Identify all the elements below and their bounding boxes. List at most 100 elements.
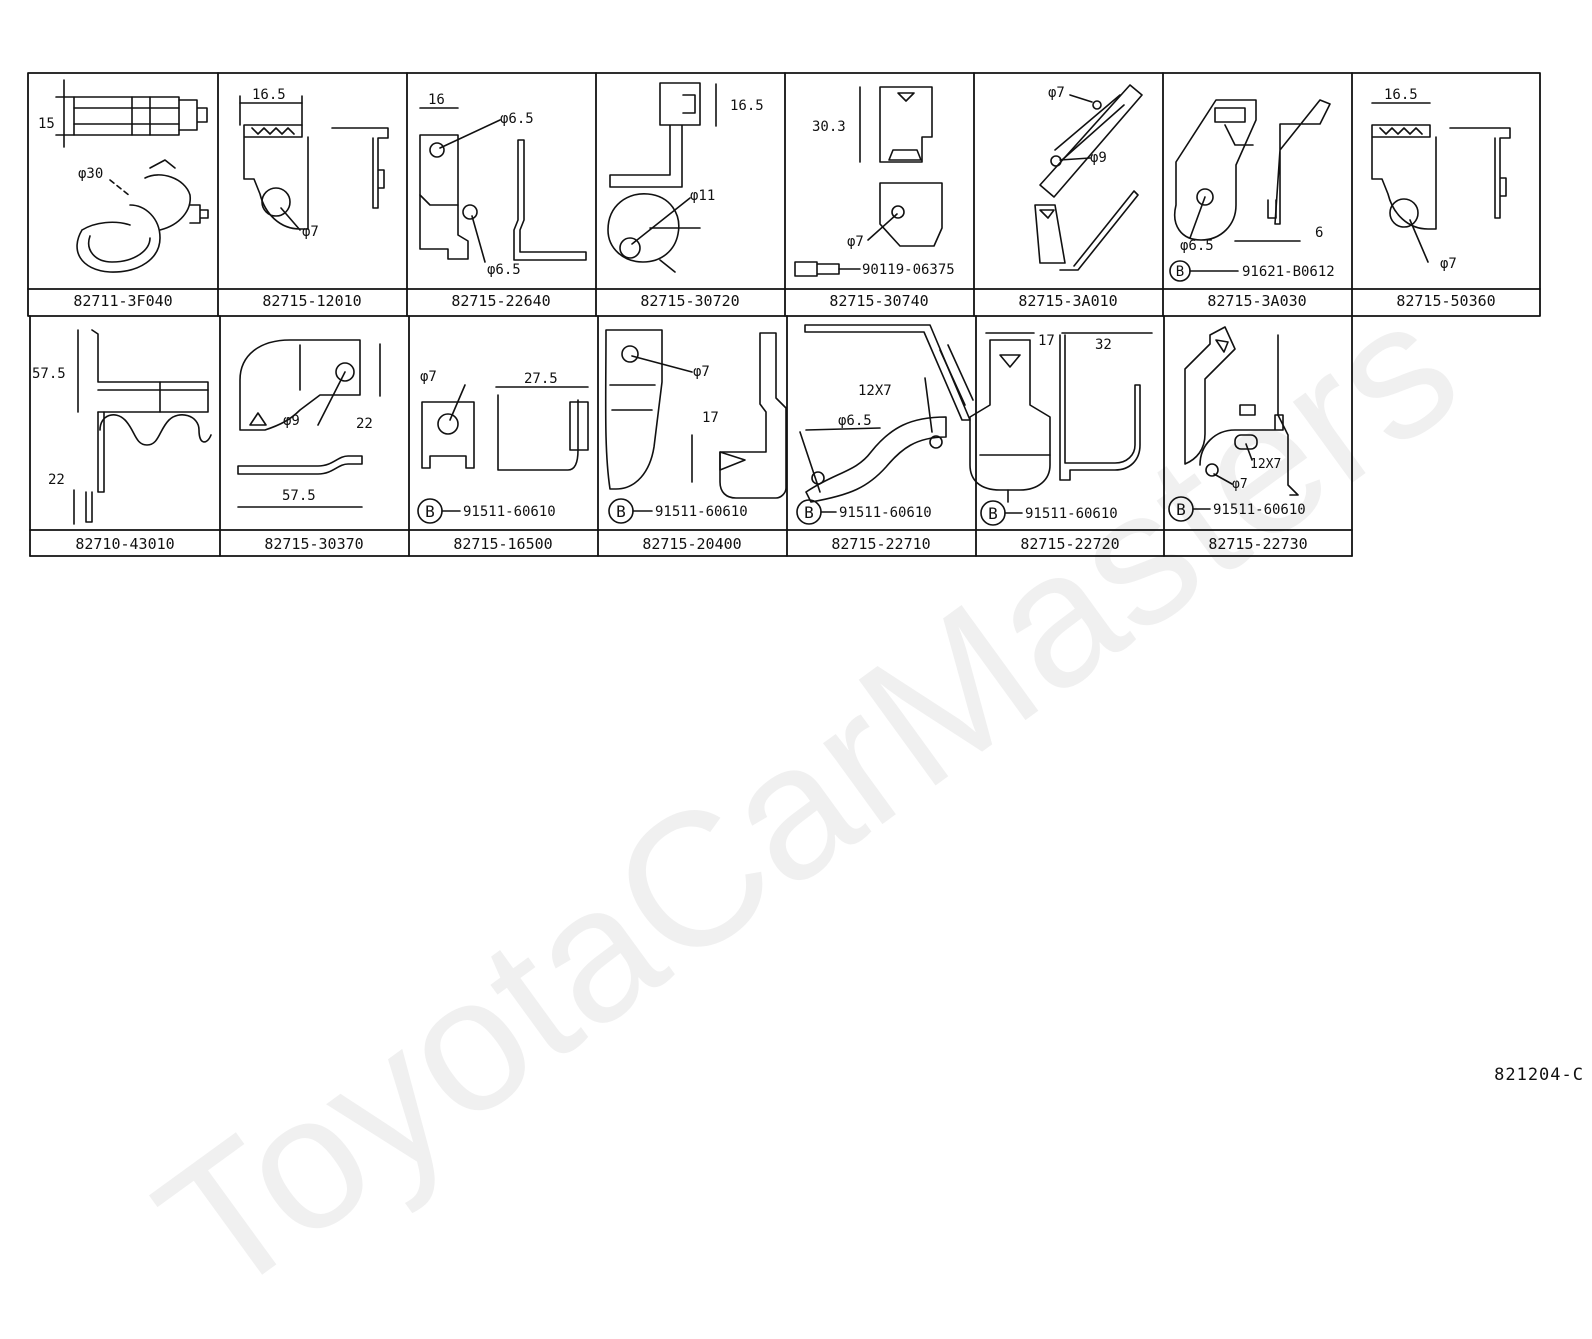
dim-label: 57.5 (32, 366, 66, 382)
bracket-tab (569, 401, 589, 451)
leader-line (317, 371, 346, 426)
bolt-number: 91511-60610 (1213, 502, 1306, 518)
bracket-side (719, 332, 787, 499)
bracket-side (1059, 334, 1141, 481)
cell-82715-30720: 16.5 φ11 82715-30720 (607, 82, 764, 310)
bracket-body (1174, 99, 1257, 241)
leader-line (805, 427, 881, 431)
clamp-drawing (73, 96, 209, 273)
bracket-side (1449, 127, 1511, 219)
bolt-mark: B (1176, 264, 1184, 280)
part-number: 82710-43010 (75, 535, 174, 553)
bracket-edge (799, 431, 821, 493)
triangle-mark (1039, 209, 1055, 219)
hole-lower (462, 204, 478, 220)
dim-label: 16.5 (252, 87, 286, 103)
cell-82711-3F040: 15 φ30 82711-3F040 (38, 79, 209, 310)
dim-label: φ7 (1048, 85, 1065, 101)
bracket-body (419, 134, 469, 260)
part-number: 82711-3F040 (73, 292, 172, 310)
hole (1389, 198, 1419, 228)
hole (261, 187, 291, 217)
dim-label: 16.5 (730, 98, 764, 114)
bracket-side (1277, 334, 1299, 496)
bracket-body (1371, 124, 1437, 230)
clip-detail (649, 227, 701, 273)
slot (682, 94, 696, 114)
dim-label: φ7 (1440, 256, 1457, 272)
part-number: 82715-16500 (453, 535, 552, 553)
diagram-reference-id: 821204-C (1494, 1065, 1584, 1085)
bolt-number: 91511-60610 (1025, 506, 1118, 522)
dim-label: 12X7 (858, 383, 892, 399)
bracket-curve (805, 416, 947, 503)
bracket-slot (1054, 94, 1125, 161)
leader-line (109, 179, 131, 197)
part-number: 82715-12010 (262, 292, 361, 310)
cell-82715-22730: 12X7 φ7 B 91511-60610 82715-22730 (1168, 326, 1308, 553)
hole (335, 362, 355, 382)
bolt-number: 91621-B0612 (1242, 264, 1335, 280)
dim-label: 6 (1315, 225, 1323, 241)
bracket-tab (1239, 404, 1256, 416)
bracket-top (91, 329, 209, 413)
hole (1050, 155, 1062, 167)
clip-wave (99, 414, 212, 446)
leader-line (924, 377, 933, 433)
cell-82715-22640: 16 φ6.5 φ6.5 82715-22640 (419, 92, 587, 310)
dim-label: φ7 (302, 224, 319, 240)
leader-line (631, 355, 693, 373)
bolt-number: 91511-60610 (463, 504, 556, 520)
cell-82715-30740: 30.3 φ7 90119-06375 82715-30740 (794, 86, 955, 310)
bracket-teeth (251, 127, 295, 135)
cell-82710-43010: 57.5 22 82710-43010 (32, 329, 212, 553)
dim-label: 57.5 (282, 488, 316, 504)
hole (1196, 188, 1214, 206)
bracket-body (604, 329, 663, 490)
clip-ring (607, 193, 680, 263)
hole (891, 205, 905, 219)
part-number: 82715-22640 (451, 292, 550, 310)
dim-label: 22 (356, 416, 373, 432)
leader-line (280, 207, 301, 231)
bracket-lower (1199, 414, 1284, 466)
part-number: 82715-30370 (264, 535, 363, 553)
leader-line (1059, 157, 1091, 161)
part-number: 82715-30720 (640, 292, 739, 310)
parts-diagram-sheet: ToyotaCarMasters (27, 72, 1584, 1337)
leader-line (1069, 94, 1093, 103)
triangle-mark (249, 412, 267, 426)
bolt-mark: B (425, 502, 435, 521)
hole (437, 413, 459, 435)
bolt-mark: B (804, 503, 814, 522)
bracket-top (804, 324, 971, 421)
hole-left (811, 471, 825, 485)
bracket-side (1274, 99, 1331, 225)
slot (888, 149, 922, 161)
bracket-teeth (1379, 127, 1423, 135)
part-number: 82715-20400 (642, 535, 741, 553)
leader-line (439, 119, 501, 149)
grid-row-1 (27, 72, 1541, 317)
cell-82715-22720: 17 32 B 91511-60610 82715-22720 (969, 332, 1153, 553)
dim-label: φ11 (690, 188, 715, 204)
hole-right (929, 435, 943, 449)
bracket-front (421, 401, 475, 469)
bracket-body (243, 124, 309, 230)
bracket-side (331, 127, 389, 209)
cell-82715-50360: 16.5 φ7 82715-50360 (1371, 87, 1511, 310)
part-number: 82715-3A010 (1018, 292, 1117, 310)
plate-bottom (879, 182, 943, 247)
dim-label: φ7 (1232, 477, 1248, 492)
cell-82715-3A010: φ7 φ9 82715-3A010 (1018, 84, 1143, 310)
dim-label: 12X7 (1250, 457, 1281, 472)
clip-body (969, 339, 1051, 491)
cell-82715-3A030: φ6.5 6 B 91621-B0612 82715-3A030 (1169, 99, 1335, 310)
leader-line (1189, 196, 1206, 239)
bracket-tab (1267, 199, 1277, 219)
dim-label: φ7 (693, 364, 710, 380)
hole-small (1092, 100, 1102, 110)
dim-label: φ7 (420, 369, 437, 385)
triangle-mark (897, 92, 915, 102)
part-number: 82715-30740 (829, 292, 928, 310)
